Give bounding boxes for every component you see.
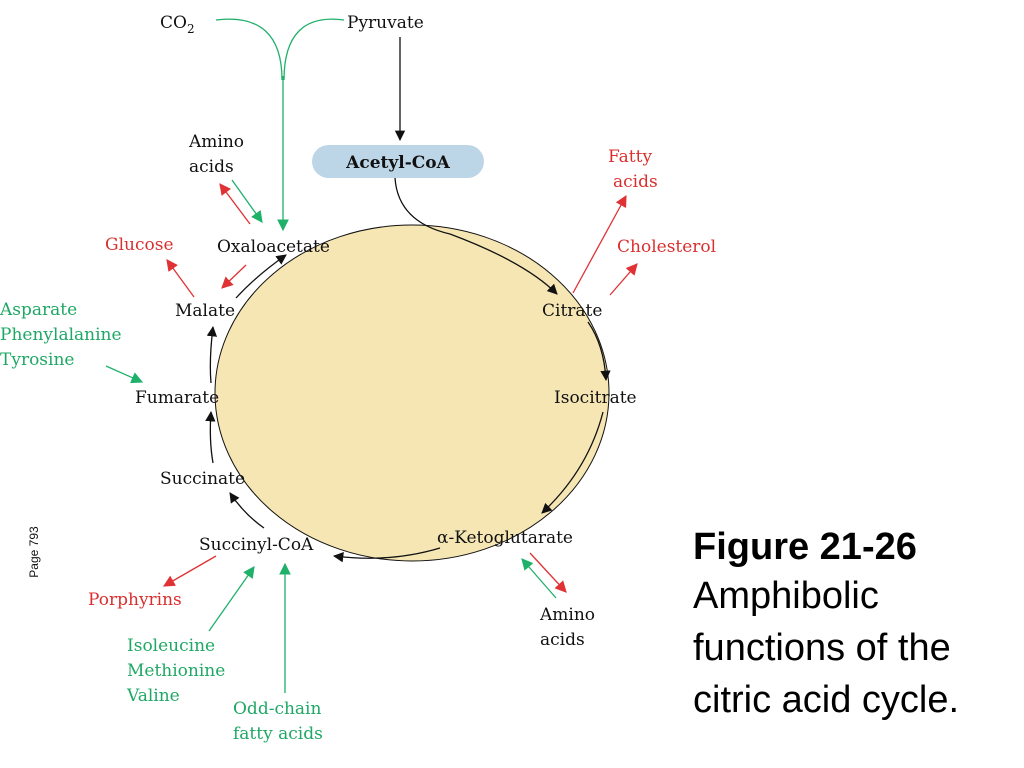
acetyl-coa-label: Acetyl-CoA (345, 153, 450, 173)
arrow-oxaloacetate-malate (221, 264, 247, 289)
figure-caption: Figure 21-26 Amphibolic functions of the… (693, 524, 1013, 726)
figure-number: Figure 21-26 (693, 526, 917, 568)
oxaloacetate-label: Oxaloacetate (217, 237, 330, 257)
cholesterol-label: Cholesterol (617, 237, 716, 257)
isocitrate-label: Isocitrate (554, 388, 637, 408)
citrate-label: Citrate (542, 301, 602, 321)
arrow-amino-acids-top-oxaloacetate (231, 179, 263, 223)
arrow-cycle-succinylcoa-succinate (229, 492, 265, 529)
caption-line-3: citric acid cycle. (693, 679, 960, 721)
arrow-amino-acids-bottom-ketoglutarate (521, 558, 557, 599)
arrow-cycle-isocitrate-ketoglutarate (541, 411, 604, 514)
arrow-cycle-malate-oxaloacetate (235, 254, 287, 299)
arrow-citrate-fatty-acids (572, 194, 627, 294)
caption-line-2: functions of the (693, 627, 951, 669)
fumarate-label: Fumarate (135, 388, 219, 408)
arrow-cycle-oxaloacetate-citrate (449, 233, 558, 295)
succinyl-coa-label: Succinyl-CoA (199, 535, 314, 555)
arrow-citrate-cholesterol (609, 263, 638, 296)
caption-line-1: Amphibolic (693, 575, 879, 617)
arrow-ketoglutarate-amino-acids-bottom (529, 552, 567, 593)
arrow-cycle-fumarate-malate (206, 325, 218, 384)
malate-label: Malate (175, 301, 235, 321)
porphyrins-label: Porphyrins (88, 590, 182, 610)
arrow-pyruvate-merge (283, 18, 345, 81)
arrow-oxaloacetate-amino-acids-top (219, 183, 251, 225)
cycle-body (214, 224, 610, 562)
glucose-label: Glucose (105, 235, 174, 255)
succinate-label: Succinate (160, 469, 245, 489)
arrow-succinylcoa-porphyrins (162, 555, 217, 587)
arrow-asparate-fumarate (105, 365, 144, 384)
arrow-isoleucine-succinylcoa (208, 566, 255, 632)
arrow-co2-merge (215, 18, 283, 81)
arrow-acetylcoa-into-cycle (394, 177, 451, 235)
arrow-malate-glucose (166, 259, 195, 298)
acetyl-coa-box (312, 145, 484, 178)
arrow-cycle-citrate-isocitrate (587, 321, 611, 382)
page-reference-text: Page 793 (27, 526, 41, 578)
co2-label: CO2 (160, 13, 195, 36)
arrow-cycle-succinate-fumarate (205, 410, 216, 464)
ketoglutarate-label: α-Ketoglutarate (437, 528, 573, 548)
pyruvate-label: Pyruvate (347, 13, 424, 33)
arrow-cycle-ketoglutarate-succinylcoa (332, 547, 441, 563)
